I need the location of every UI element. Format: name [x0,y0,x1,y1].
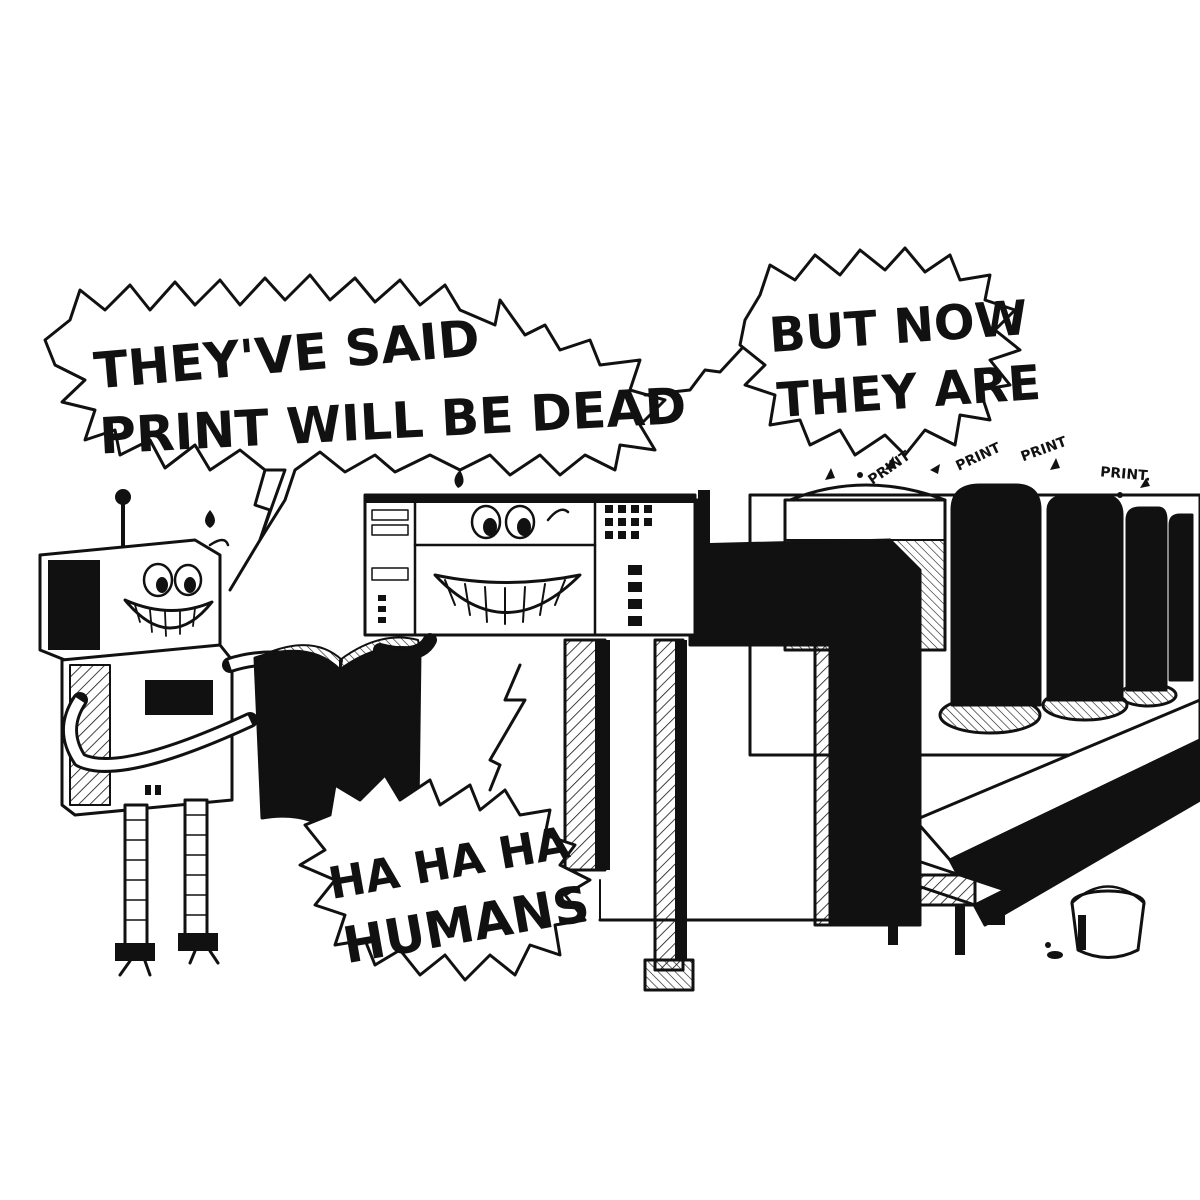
press-face [433,504,582,625]
press-control-console [363,493,697,637]
robot-sweat-drop-icon [205,510,215,528]
robot-legs [115,798,220,977]
speech-bubble-humans: HA HA HA HUMANS [298,663,594,982]
paint-bucket [1045,885,1146,959]
robot [38,489,437,977]
console-right-buttons [605,505,652,626]
sfx-print-2: PRINT [953,440,1003,475]
ink-splashes [825,456,1150,498]
sfx-print-3: PRINT [1019,434,1070,465]
printing-press [363,456,1200,992]
speech-bubble-print-dead: THEY'VE SAID PRINT WILL BE DEAD [43,273,688,592]
robot-body [60,643,234,817]
press-legs [563,638,695,992]
sweat-drop-icon [454,470,464,488]
sfx-print-4: PRINT. [1099,464,1151,484]
bubble-connector [643,343,747,397]
antenna-ball-icon [115,489,131,505]
console-left-buttons [371,509,409,623]
speech-bubble-but-now: BUT NOW THEY ARE [738,246,1043,457]
press-frame [598,490,922,927]
robot-head [38,538,222,662]
sfx-print-1: PRINT [865,448,913,489]
